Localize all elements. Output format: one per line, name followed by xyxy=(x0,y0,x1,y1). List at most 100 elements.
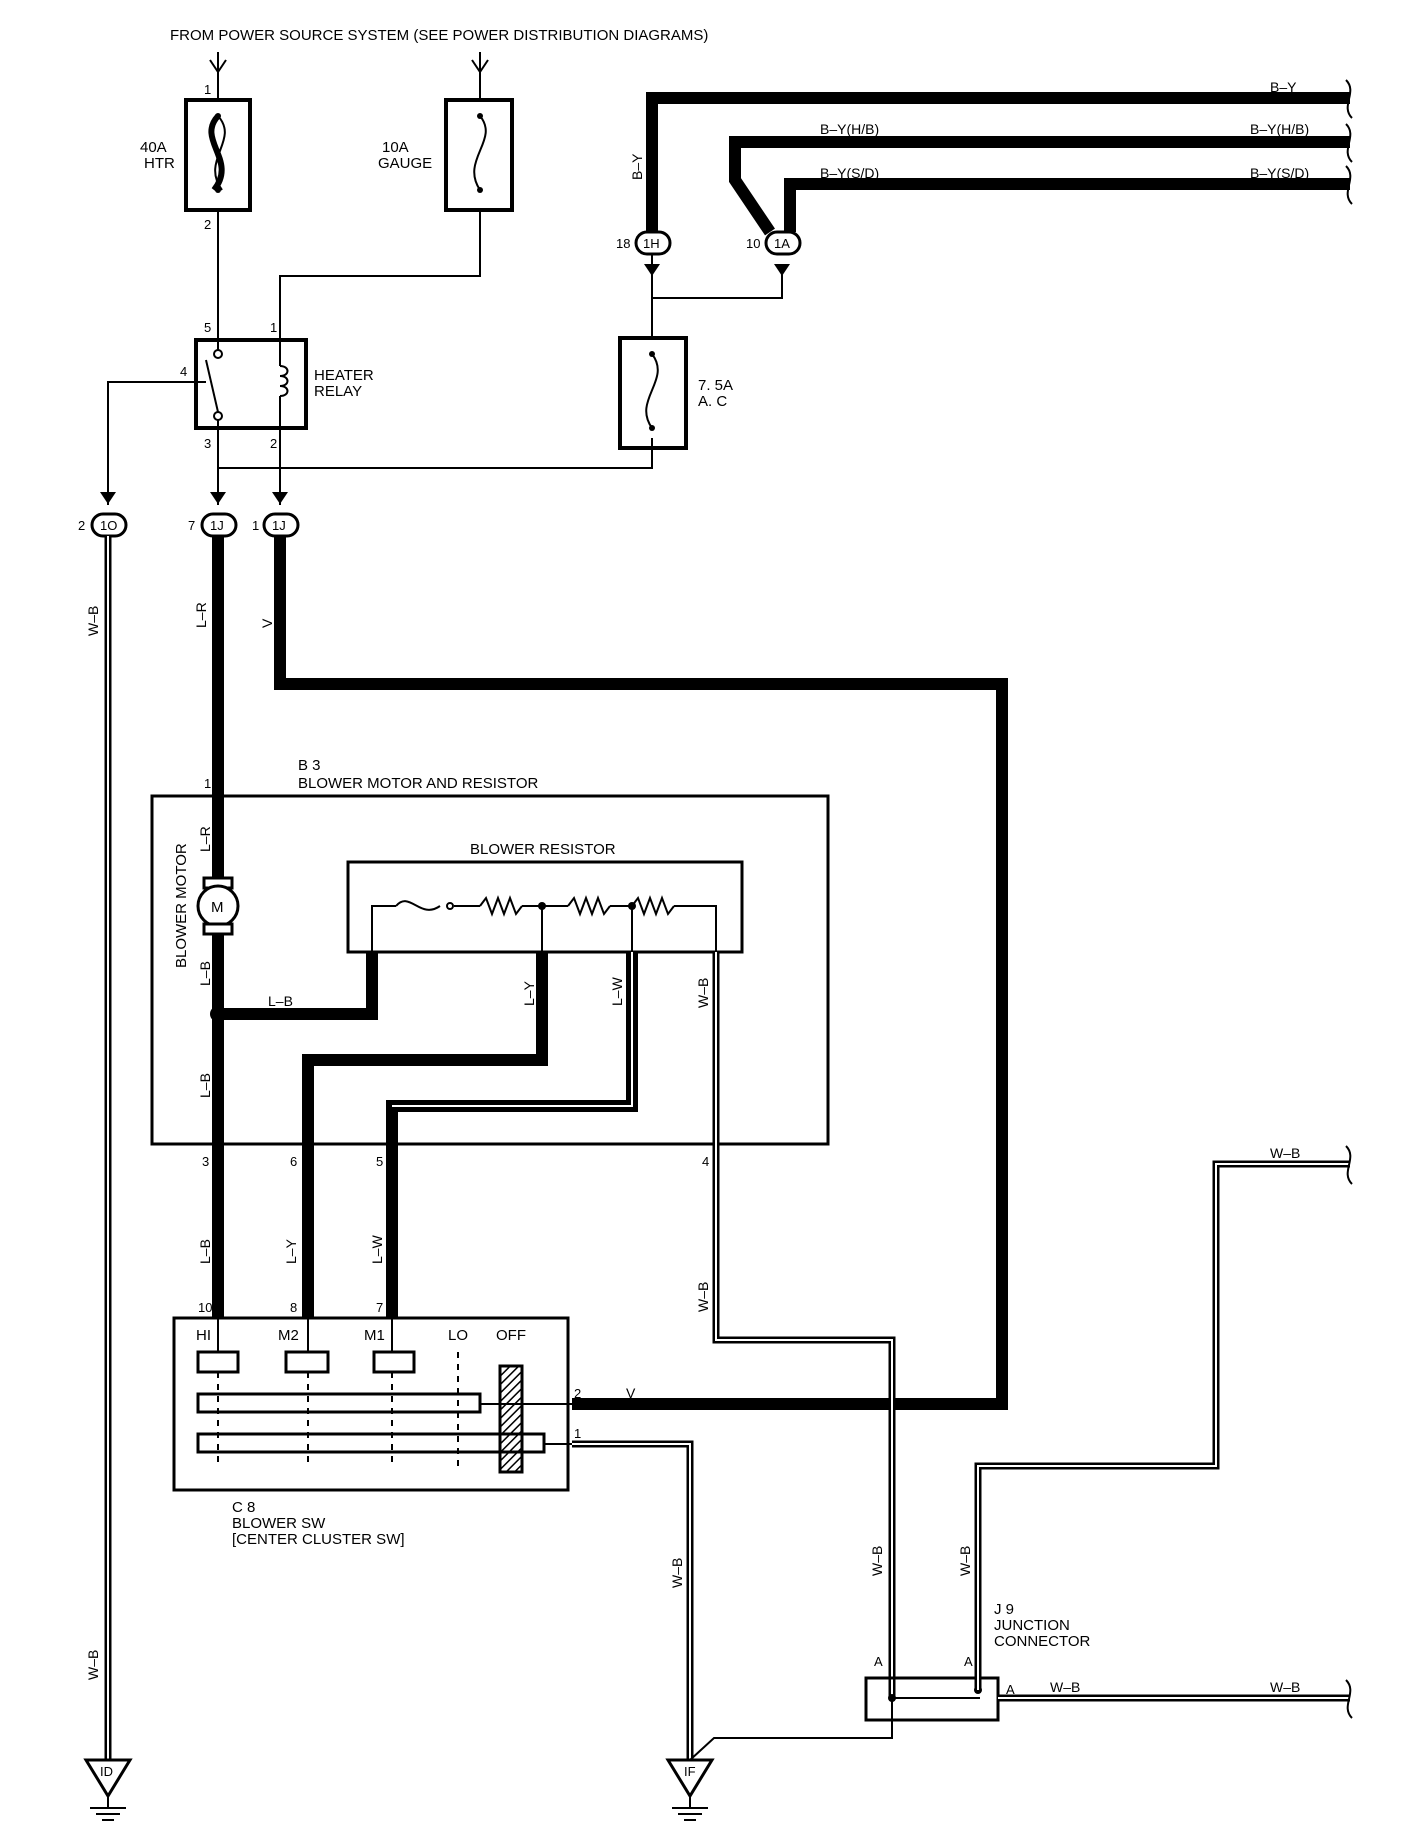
blower-switch-pin-8: 8 xyxy=(290,1300,297,1315)
junction-to-if-wire xyxy=(689,1698,893,1761)
connector-1j-1-pin: 1 xyxy=(252,518,259,533)
blower-switch-pin-1: 1 xyxy=(574,1426,581,1441)
relay-output-wires xyxy=(107,381,653,505)
connector-arrows-top xyxy=(644,264,790,276)
switch-pos-m2: M2 xyxy=(278,1327,299,1344)
junction-pin-a-left: A xyxy=(874,1654,883,1669)
b-y-wire-ends xyxy=(1345,79,1353,205)
connector-1o: 1O xyxy=(90,512,128,538)
wire-label-l-y-lower: L–Y xyxy=(283,1238,299,1264)
wire-label-b-y-sd-left: B–Y(S/D) xyxy=(820,165,879,181)
junction-name-line2: CONNECTOR xyxy=(994,1633,1091,1650)
connector-1a: 1A xyxy=(764,230,802,256)
blower-motor: M xyxy=(196,870,240,1318)
relay-name-line2: RELAY xyxy=(314,383,362,400)
wire-label-b-y-sd-right: B–Y(S/D) xyxy=(1250,165,1309,181)
blower-assembly-box xyxy=(150,794,830,1146)
wire-label-l-b-branch: L–B xyxy=(268,993,293,1009)
connector-1j-7-pin: 7 xyxy=(188,518,195,533)
wire-label-w-b-junction-right-2: W–B xyxy=(1270,1679,1300,1695)
fuse-ac-rating: 7. 5A xyxy=(698,377,733,394)
blower-pin-6: 6 xyxy=(290,1154,297,1169)
resistor-node-1 xyxy=(538,902,546,910)
svg-text:1J: 1J xyxy=(272,518,286,533)
blower-switch-internals xyxy=(196,1318,572,1466)
wire-label-w-b-switch: W–B xyxy=(669,1558,685,1588)
blower-switch-pin-2: 2 xyxy=(574,1386,581,1401)
wire-label-w-b-junction-up: W–B xyxy=(957,1546,973,1576)
w-b-resistor-wire xyxy=(712,952,896,1698)
svg-text:M: M xyxy=(211,899,224,916)
wire-label-b-y-right: B–Y xyxy=(1270,79,1297,95)
switch-pos-lo: LO xyxy=(448,1327,468,1344)
blower-switch-pin-10: 10 xyxy=(198,1300,212,1315)
blower-assembly-code: B 3 xyxy=(298,757,321,774)
blower-pin-5: 5 xyxy=(376,1154,383,1169)
heater-relay xyxy=(194,338,308,430)
blower-resistor-network xyxy=(371,895,717,952)
connector-1j-1: 1J xyxy=(262,512,300,538)
wire-label-w-b-resistor: W–B xyxy=(695,978,711,1008)
l-b-branch xyxy=(218,952,378,1020)
blower-assembly-name: BLOWER MOTOR AND RESISTOR xyxy=(298,775,538,792)
junction-pin-a-mid: A xyxy=(964,1654,973,1669)
l-y-wire xyxy=(302,952,548,1318)
blower-pin-1: 1 xyxy=(204,776,211,791)
wire-label-w-b-pin4: W–B xyxy=(695,1282,711,1312)
svg-text:1O: 1O xyxy=(100,518,117,533)
wire-label-v-switch: V xyxy=(626,1385,636,1401)
junction-name-line1: JUNCTION xyxy=(994,1617,1070,1634)
wire-label-w-b-junction-right-1: W–B xyxy=(1050,1679,1080,1695)
relay-name-line1: HEATER xyxy=(314,367,374,384)
connector-1h: 1H xyxy=(634,230,672,256)
svg-text:ID: ID xyxy=(100,1764,113,1779)
relay-output-arrows xyxy=(100,492,288,504)
fuse-gauge-name: GAUGE xyxy=(378,155,432,172)
wire-label-l-b-lower: L–B xyxy=(197,1239,213,1264)
w-b-switch-ground-wire xyxy=(572,1440,694,1760)
b-y-bus xyxy=(646,92,1350,236)
svg-text:1A: 1A xyxy=(774,236,790,251)
ac-feed-join xyxy=(651,266,783,299)
wire-label-w-b-left-top: W–B xyxy=(85,606,101,636)
switch-pos-off: OFF xyxy=(496,1327,526,1344)
svg-text:IF: IF xyxy=(684,1764,696,1779)
ground-id: ID xyxy=(83,1758,133,1821)
relay-pin-5: 5 xyxy=(204,320,211,335)
wire-label-l-r-in-box: L–R xyxy=(197,826,213,852)
junction-code: J 9 xyxy=(994,1601,1014,1618)
wire-label-l-w-upper: L–W xyxy=(609,976,625,1006)
junction-pin-a-right: A xyxy=(1006,1682,1015,1697)
fuse-htr-name: HTR xyxy=(144,155,175,172)
ground-if: IF xyxy=(665,1758,715,1821)
v-wire xyxy=(274,536,1008,1410)
fuse-40a-htr xyxy=(184,98,252,212)
relay-pin-2: 2 xyxy=(270,436,277,451)
blower-switch-sub: [CENTER CLUSTER SW] xyxy=(232,1531,405,1548)
wire-label-b-y-vertical: B–Y xyxy=(629,153,645,180)
blower-resistor-label: BLOWER RESISTOR xyxy=(470,841,616,858)
switch-pos-hi: HI xyxy=(196,1327,211,1344)
w-b-junction-up-wire xyxy=(974,1160,1350,1690)
wire-label-b-y-hb-right: B–Y(H/B) xyxy=(1250,121,1309,137)
l-w-wire xyxy=(386,952,638,1318)
relay-pin-4: 4 xyxy=(180,364,187,379)
htr-feed xyxy=(209,52,489,100)
fuse-10a-gauge xyxy=(444,98,514,212)
wire-label-l-b-lower-box: L–B xyxy=(197,1073,213,1098)
relay-pin-1: 1 xyxy=(270,320,277,335)
wire-label-l-r-top: L–R xyxy=(193,602,209,628)
wire-label-l-y-upper: L–Y xyxy=(521,980,537,1006)
relay-pin-3: 3 xyxy=(204,436,211,451)
svg-text:1H: 1H xyxy=(643,236,660,251)
wire-label-w-b-upper-right: W–B xyxy=(1270,1145,1300,1161)
wire-label-w-b-left-bottom: W–B xyxy=(85,1650,101,1680)
header-title: FROM POWER SOURCE SYSTEM (SEE POWER DIST… xyxy=(170,27,708,44)
wire-label-w-b-junction-left: W–B xyxy=(869,1546,885,1576)
blower-pin-3: 3 xyxy=(202,1154,209,1169)
wire-label-l-b-motor: L–B xyxy=(197,961,213,986)
fuse-htr-pin-in: 1 xyxy=(204,82,211,97)
blower-switch-pin-7: 7 xyxy=(376,1300,383,1315)
switch-pos-m1: M1 xyxy=(364,1327,385,1344)
